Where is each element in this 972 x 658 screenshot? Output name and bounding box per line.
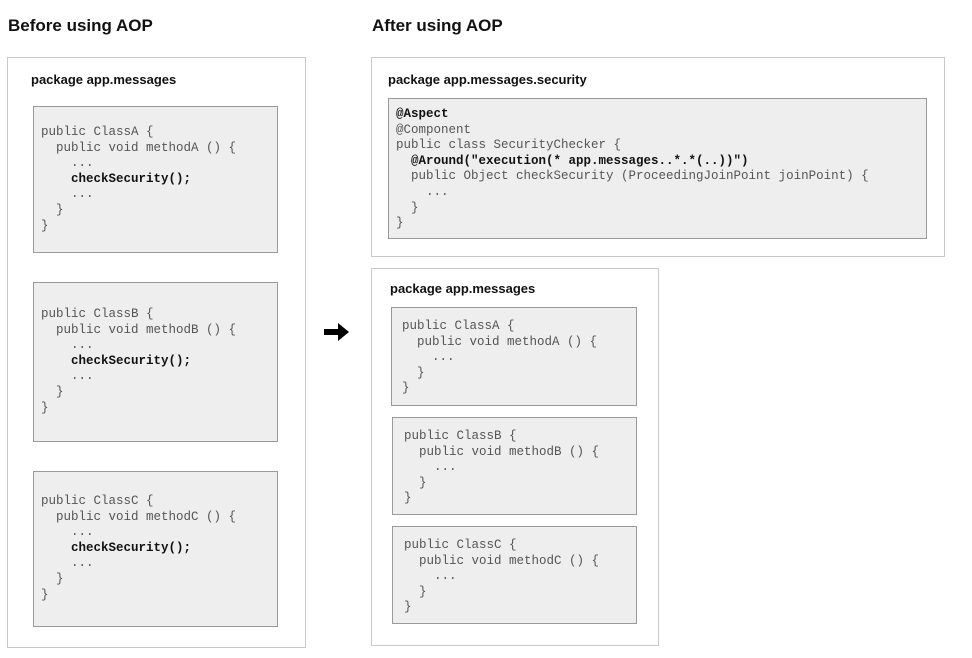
code-line: } xyxy=(404,600,412,615)
before-class-c-box: public ClassC { public void methodC () {… xyxy=(33,471,278,627)
after-class-b-box: public ClassB { public void methodB () {… xyxy=(392,417,637,515)
before-class-b-code: public ClassB { public void methodB () {… xyxy=(41,307,236,416)
before-heading: Before using AOP xyxy=(8,16,153,35)
code-line: public void methodA () { xyxy=(402,334,598,349)
before-class-c-code: public ClassC { public void methodC () {… xyxy=(41,494,236,603)
code-line: } xyxy=(396,200,419,215)
code-line: public ClassB { xyxy=(404,429,517,443)
code-line: ... xyxy=(402,350,455,365)
after-class-c-box: public ClassC { public void methodC () {… xyxy=(392,526,637,624)
code-line: public ClassA { xyxy=(402,319,515,333)
code-line: @Aspect xyxy=(396,107,449,121)
after-class-a-code: public ClassA { public void methodA () {… xyxy=(402,319,597,397)
security-package-label: package app.messages.security xyxy=(388,72,587,87)
code-line: } xyxy=(41,571,64,586)
code-line: public void methodA () { xyxy=(41,140,237,155)
before-class-a-box: public ClassA { public void methodA () {… xyxy=(33,106,278,253)
code-line: public class SecurityChecker { xyxy=(396,138,622,153)
code-line: @Component xyxy=(396,122,472,137)
code-line: @Around("execution(* app.messages..*.*(.… xyxy=(396,153,749,168)
code-line: } xyxy=(404,491,412,506)
before-class-b-box: public ClassB { public void methodB () {… xyxy=(33,282,278,442)
code-line: } xyxy=(41,400,49,415)
code-line: public ClassB { xyxy=(41,307,154,321)
after-class-a-box: public ClassA { public void methodA () {… xyxy=(391,307,637,406)
code-line: } xyxy=(396,216,404,231)
after-heading: After using AOP xyxy=(372,16,503,35)
code-line: public void methodB () { xyxy=(404,444,600,459)
code-line: } xyxy=(41,587,49,602)
after-class-b-code: public ClassB { public void methodB () {… xyxy=(404,429,599,507)
code-line: } xyxy=(41,218,49,233)
code-line: ... xyxy=(41,338,94,353)
code-line: ... xyxy=(396,184,449,199)
code-line: checkSecurity(); xyxy=(41,171,192,186)
code-line: public void methodC () { xyxy=(404,553,600,568)
code-line: public ClassC { xyxy=(41,494,154,508)
code-line: ... xyxy=(404,460,457,475)
code-line: checkSecurity(); xyxy=(41,540,192,555)
code-line: } xyxy=(41,384,64,399)
code-line: ... xyxy=(41,556,94,571)
code-line: public void methodC () { xyxy=(41,509,237,524)
code-line: ... xyxy=(41,369,94,384)
code-line: } xyxy=(402,381,410,396)
code-line: ... xyxy=(41,156,94,171)
code-line: public ClassC { xyxy=(404,538,517,552)
right-arrow-icon xyxy=(324,323,349,341)
code-line: } xyxy=(404,584,427,599)
code-line: public Object checkSecurity (ProceedingJ… xyxy=(396,169,869,184)
code-line: } xyxy=(402,365,425,380)
code-line: } xyxy=(41,202,64,217)
code-line: checkSecurity(); xyxy=(41,353,192,368)
code-line: } xyxy=(404,475,427,490)
code-line: public ClassA { xyxy=(41,125,154,139)
after-class-c-code: public ClassC { public void methodC () {… xyxy=(404,538,599,616)
after-messages-package-label: package app.messages xyxy=(390,281,536,296)
before-class-a-code: public ClassA { public void methodA () {… xyxy=(41,125,236,234)
code-line: ... xyxy=(41,525,94,540)
code-line: public void methodB () { xyxy=(41,322,237,337)
before-package-label: package app.messages xyxy=(31,72,177,87)
code-line: ... xyxy=(404,569,457,584)
code-line: ... xyxy=(41,187,94,202)
